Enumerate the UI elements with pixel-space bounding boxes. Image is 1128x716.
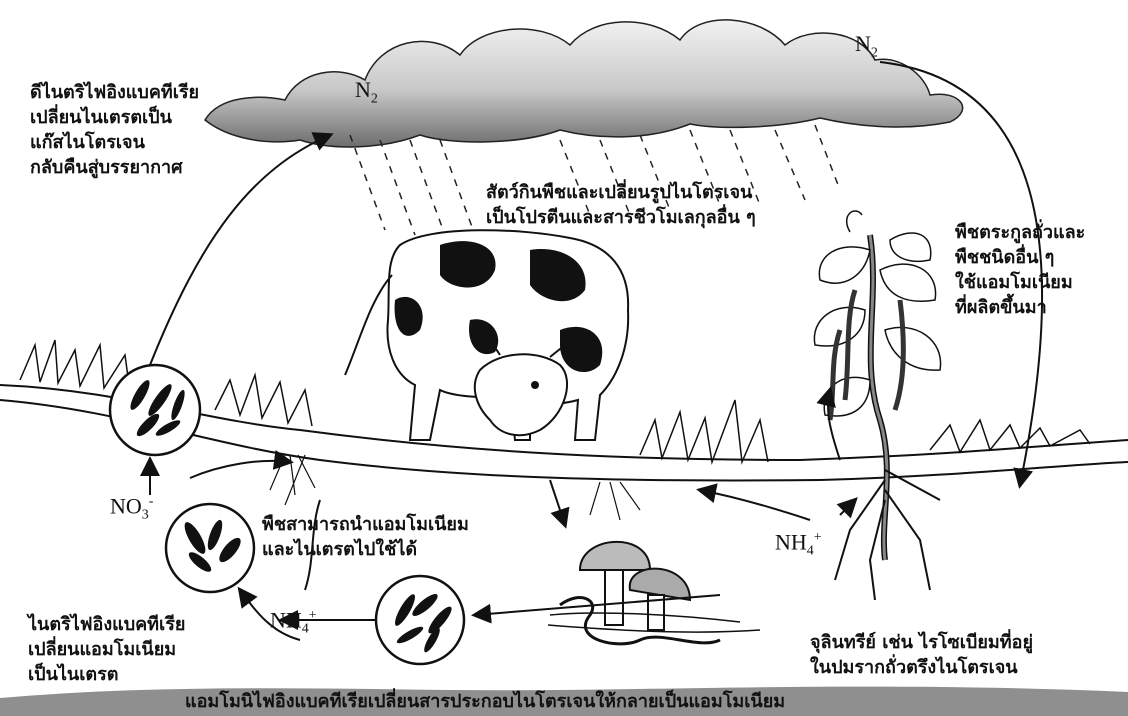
plants-use-label: พืชสามารถนำแอมโมเนียม และไนเตรตไปใช้ได้ [262,512,469,562]
animal-label: สัตว์กินพืชและเปลี่ยนรูปไนโตรเจน เป็นโปร… [486,180,756,230]
no3-formula: NO3- [110,490,153,528]
nitrification-label: ไนตริไฟอิงแบคทีเรีย เปลี่ยนแอมโมเนียม เป… [28,612,185,687]
n2-cloud-formula: N2 [355,78,378,111]
nh4-formula-right: NH4+ [775,526,822,564]
bacteria-circle-top [110,365,200,455]
cloud [205,20,963,147]
bean-plant [814,211,940,600]
nh4-formula-left: NH4+ [270,604,317,642]
bacteria-circle-middle [166,504,254,592]
ammonification-label: แอมโมนิไฟอิงแบคทีเรียเปลี่ยนสารประกอบไนโ… [185,686,785,715]
cow [345,230,628,440]
legume-label: พืชตระกูลถั่วและ พืชชนิดอื่น ๆ ใช้แอมโมเ… [955,220,1085,320]
nitrogen-fixing-label: จุลินทรีย์ เช่น ไรโซเบียมที่อยู่ ในปมราก… [810,630,1033,680]
bacteria-circle-bottom [376,576,464,664]
n2-sky-formula: N2 [855,32,878,65]
denitrification-label: ดีไนตริไฟอิงแบคทีเรีย เปลี่ยนไนเตรตเป็น … [30,80,199,180]
mushrooms [548,542,760,644]
